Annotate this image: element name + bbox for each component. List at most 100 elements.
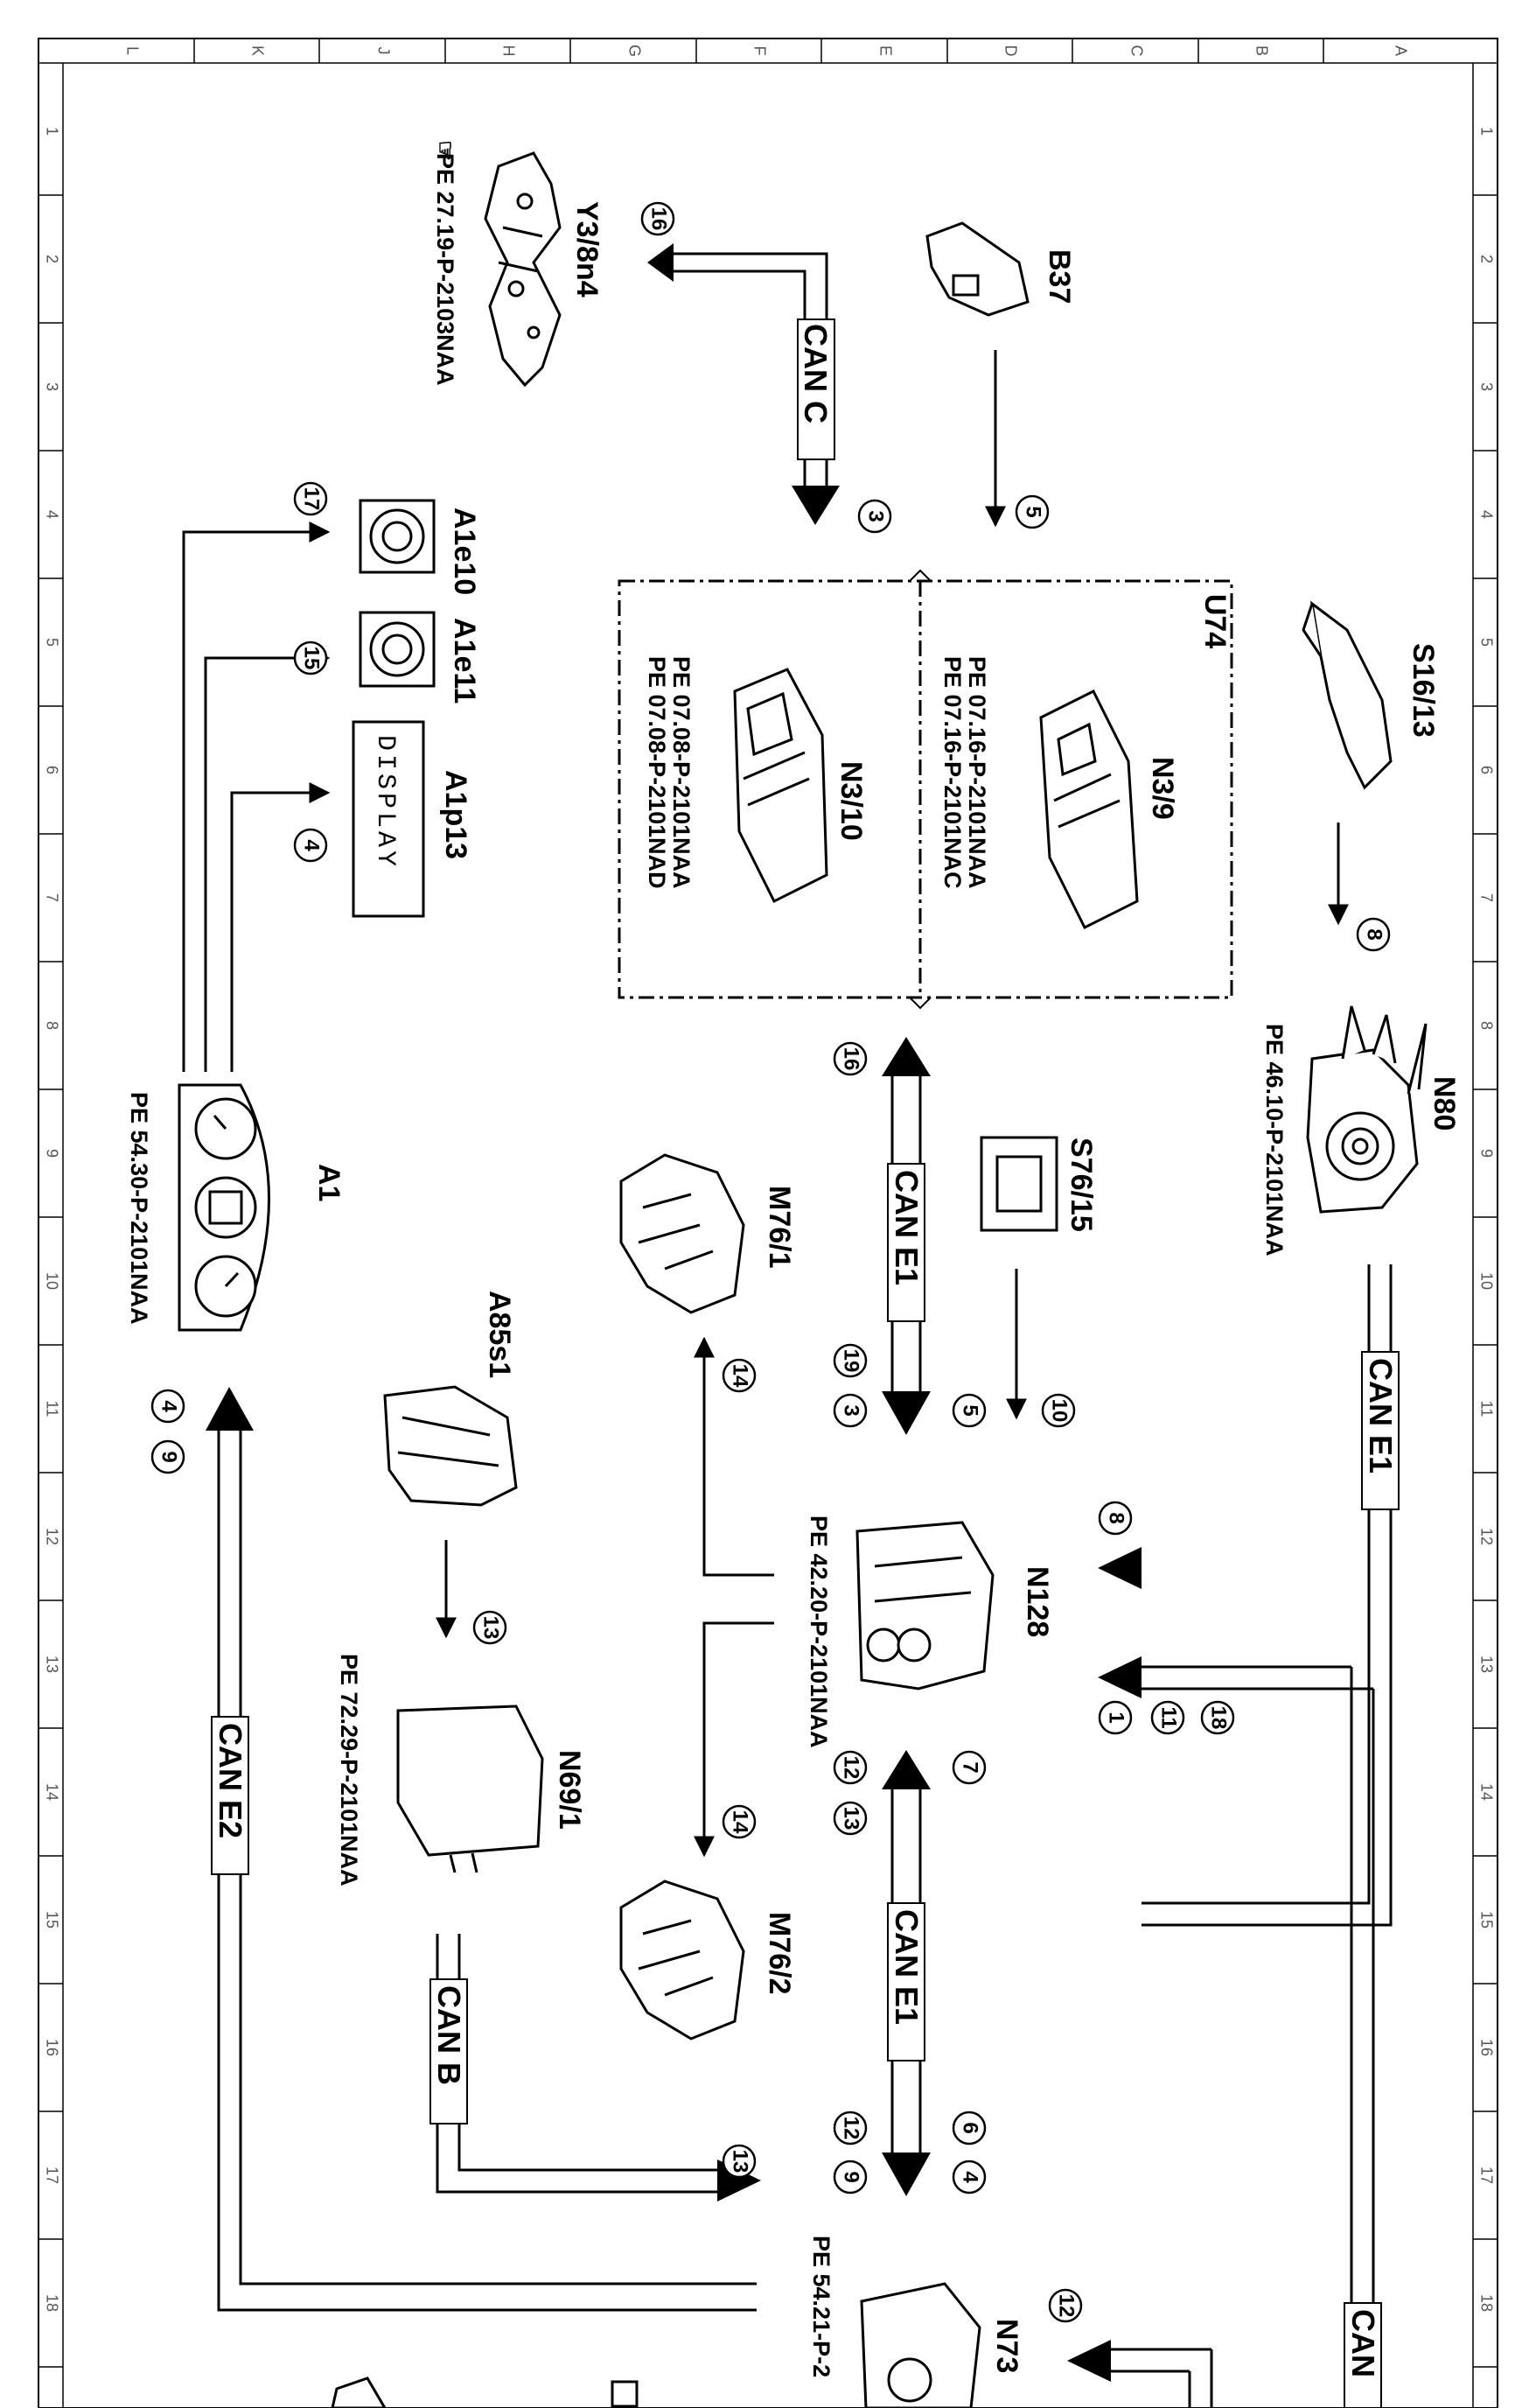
can-e2-label: CAN E2 [211,1716,249,1875]
row-label: 8 [1477,1021,1495,1030]
row-label: 4 [43,510,60,519]
signal-number: 11 [1157,1706,1181,1728]
ref-a1: PE 54.30-P-2101NAA [126,1092,152,1325]
display-icon: DISPLAY [352,720,425,918]
signal-number: 13 [479,1616,503,1640]
row-label: 14 [43,1783,60,1801]
row-label: 18 [43,2294,60,2312]
push-button-icon [980,1136,1058,1232]
row-label: 6 [43,766,60,774]
label-y3-8n4: Y3/8n4 PE 27.19-P-2103NAA ☞ [432,140,604,386]
row-label: 16 [1477,2039,1495,2056]
row-label: 6 [1477,766,1495,774]
row-label: 5 [1477,638,1495,647]
label-b37: B37 [1043,249,1076,304]
label-n3-9: N3/9 [1146,757,1179,820]
row-label: 11 [43,1401,60,1418]
ref-n128: PE 42.20-P-2101NAA [806,1516,832,1748]
door-control-unit-icon [396,1704,544,1873]
column-ticks [193,38,1324,63]
signal-number: 3 [840,1404,863,1416]
signal-number: 12 [840,1756,863,1780]
svg-text:CAN E2: CAN E2 [213,1723,248,1838]
col-label: B [1253,46,1270,56]
bus-arrowheads [206,243,1142,2382]
row-label: 12 [43,1528,60,1545]
refs-n3-9: PE 07.16-P-2101NAA PE 07.16-P-2101NAC [939,656,990,889]
ref-n69-1: PE 72.29-P-2101NAA [336,1654,362,1886]
row-label: 17 [1477,2166,1495,2184]
signal-number: 13 [840,1807,863,1830]
label-a85s1: A85s1 [483,1291,516,1378]
signal-number: 8 [1105,1512,1128,1523]
row-label: 17 [43,2166,60,2184]
col-label: F [751,46,768,56]
label-n80: N80 [1428,1076,1461,1130]
col-label: G [625,45,643,57]
signal-number: 4 [300,839,324,851]
signal-number: 14 [729,1810,752,1834]
signal-number: 13 [729,2150,752,2174]
signal-number: 8 [1363,928,1386,940]
label-n73: N73 [990,2319,1023,2373]
refs-n3-10: PE 07.08-P-2101NAA PE 07.08-P-2101NAD [644,656,695,889]
label-a1: A1 [312,1164,346,1201]
signal-number: 14 [729,1364,752,1388]
row-label: 5 [43,638,60,647]
col-label: H [499,46,517,57]
signal-number: 12 [1055,2294,1079,2318]
col-label: J [374,47,392,55]
signal-number: 5 [1022,506,1045,517]
row-label: 15 [1477,1911,1495,1928]
svg-text:DISPLAY: DISPLAY [370,735,400,870]
label-n69-1: N69/1 [553,1750,586,1830]
signal-number: 16 [840,1047,863,1071]
column-labels: L K J H G F E D C B A [123,45,1409,57]
can-e1-label: CAN E1 [1361,1351,1400,1510]
engine-control-unit-icon [1039,689,1139,930]
signal-number: 4 [959,2171,982,2183]
park-pawl-motor-icon [619,1880,745,2040]
row-label: 18 [1477,2294,1495,2312]
label-s16-13: S16/13 [1407,643,1440,738]
label-a1e11: A1e11 [448,618,481,704]
park-pawl-motor-icon [619,1153,745,1314]
signal-number: 19 [840,1349,863,1373]
row-label: 9 [1477,1149,1495,1158]
svg-text:PE 07.16-P-2101NAC: PE 07.16-P-2101NAC [939,656,966,889]
row-label: 1 [43,127,60,136]
row-label: 10 [1477,1272,1495,1290]
label-n3-10: N3/10 [834,761,868,841]
row-label: 2 [43,255,60,263]
col-label: K [248,46,266,56]
signal-number: 5 [959,1404,982,1416]
row-label: 13 [1477,1656,1495,1673]
signal-number: 9 [840,2171,863,2182]
svg-text:PE 07.08-P-2101NAA: PE 07.08-P-2101NAA [668,656,695,889]
can-e1-label: CAN E1 [887,1902,925,2062]
row-label: 15 [43,1911,60,1928]
signal-number: 18 [1207,1706,1231,1730]
svg-text:PE 27.19-P-2103NAA: PE 27.19-P-2103NAA [432,153,458,386]
instrument-cluster-icon [178,1083,270,1332]
col-label: L [123,46,141,55]
valve-body-icon [484,151,562,388]
can-partial-label: CAN [1344,2302,1382,2408]
partial-component-icon [331,2376,639,2408]
row-label: 1 [1477,127,1495,136]
row-label: 4 [1477,510,1495,519]
row-label: 2 [1477,255,1495,263]
signal-number: 16 [647,207,671,231]
row-label: 7 [1477,893,1495,902]
drawing-frame [38,38,1498,2408]
transmission-control-unit-icon [733,668,828,904]
col-label: A [1392,46,1409,56]
can-e1-label: CAN E1 [887,1163,925,1322]
label-a1p13: A1p13 [439,770,472,859]
svg-text:☞: ☞ [432,140,458,161]
svg-text:PE 07.08-P-2101NAD: PE 07.08-P-2101NAD [644,656,670,889]
row-label: 8 [43,1021,60,1030]
pedal-sensor-icon [925,221,1030,317]
label-n128: N128 [1021,1566,1054,1637]
